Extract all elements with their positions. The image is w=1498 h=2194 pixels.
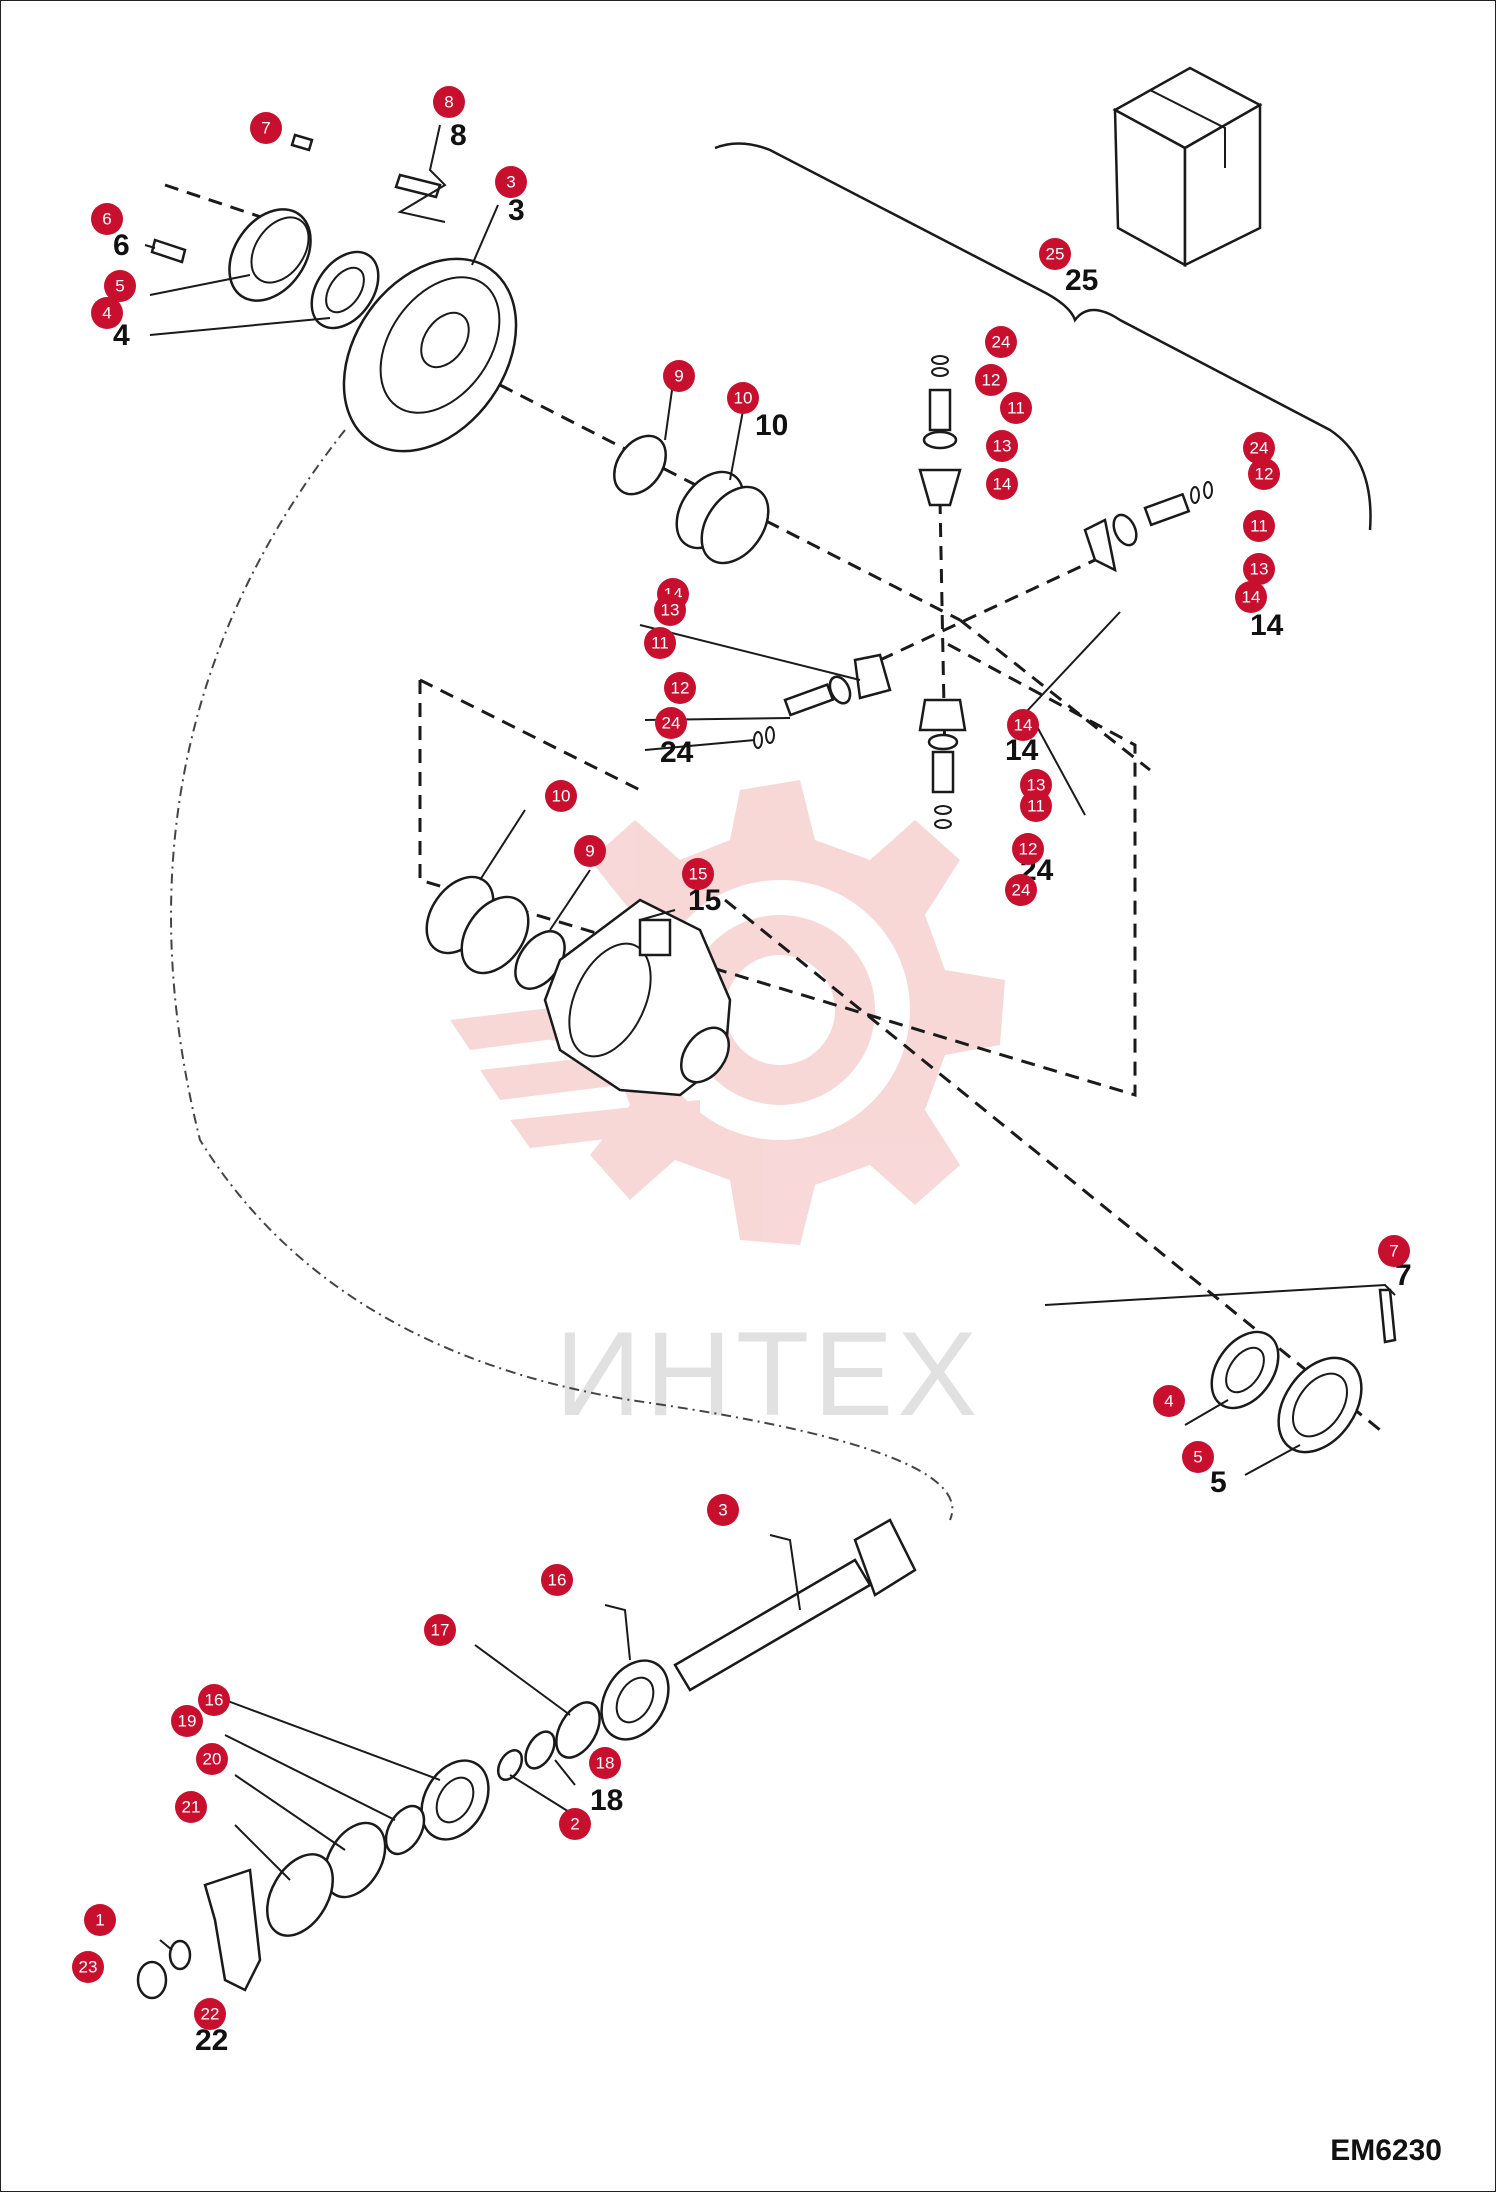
- adjuster-ring-part: [1277, 1356, 1363, 1454]
- ring-gear-part: [342, 257, 518, 453]
- callout-badge[interactable]: 8: [433, 86, 465, 118]
- watermark-logo: ИНТЕХ: [450, 780, 1005, 1441]
- leader-lines: [144, 124, 1396, 1951]
- side-gear-part: [425, 875, 530, 975]
- callout-badge[interactable]: 1: [84, 1904, 116, 1936]
- adjuster-ring-part: [228, 208, 312, 302]
- callout-badge[interactable]: 14: [1235, 581, 1267, 613]
- callout-badge[interactable]: 11: [1020, 790, 1052, 822]
- callout-badge[interactable]: 13: [1243, 553, 1275, 585]
- callout-badge[interactable]: 22: [194, 1998, 226, 2030]
- callout-badge[interactable]: 15: [682, 858, 714, 890]
- callout-badge[interactable]: 9: [574, 835, 606, 867]
- bolt-part: [394, 173, 442, 199]
- callout-badge[interactable]: 24: [1005, 874, 1037, 906]
- callout-badge[interactable]: 24: [985, 326, 1017, 358]
- callout-badge[interactable]: 7: [250, 112, 282, 144]
- callout-badge[interactable]: 13: [986, 430, 1018, 462]
- bearing-part: [420, 1759, 490, 1841]
- callout-badge[interactable]: 21: [175, 1791, 207, 1823]
- callout-badge[interactable]: 12: [664, 672, 696, 704]
- pin-part: [1378, 1288, 1397, 1344]
- callout-badge[interactable]: 12: [1012, 833, 1044, 865]
- nut-part: [136, 1960, 168, 2000]
- bearing-part: [310, 250, 380, 330]
- callout-badge[interactable]: 16: [541, 1564, 573, 1596]
- drawing-code: EM6230: [1330, 2134, 1442, 2167]
- callout-badge[interactable]: 3: [707, 1494, 739, 1526]
- callout-badge[interactable]: 23: [72, 1951, 104, 1983]
- item-number: 4: [113, 319, 130, 352]
- side-gear-part: [675, 470, 770, 565]
- callout-badge[interactable]: 12: [1248, 458, 1280, 490]
- item-number: 10: [755, 409, 788, 442]
- shim-part: [524, 1730, 556, 1770]
- bearing-part: [600, 1659, 670, 1741]
- watermark-text: ИНТЕХ: [555, 1307, 981, 1441]
- callout-badge[interactable]: 7: [1378, 1235, 1410, 1267]
- callout-badge[interactable]: 3: [495, 166, 527, 198]
- item-number: 18: [590, 1784, 623, 1817]
- callout-badge[interactable]: 18: [589, 1747, 621, 1779]
- item-number: 14: [1250, 609, 1284, 642]
- pinion-gear-left: [753, 653, 892, 749]
- callout-badge[interactable]: 11: [644, 627, 676, 659]
- group-brace: [714, 142, 1372, 531]
- pinion-gear-top: [918, 355, 962, 507]
- seal-part: [323, 1821, 387, 1899]
- callout-badge[interactable]: 11: [1000, 392, 1032, 424]
- callout-badge[interactable]: 13: [654, 594, 686, 626]
- item-number: 7: [1395, 1259, 1412, 1292]
- callout-badge[interactable]: 25: [1039, 238, 1071, 270]
- item-number: 24: [660, 736, 694, 769]
- callout-badge[interactable]: 20: [196, 1743, 228, 1775]
- kit-box-icon: [1112, 66, 1263, 268]
- item-number: 6: [113, 229, 130, 262]
- item-number: 8: [450, 119, 467, 152]
- snap-ring-part: [496, 1749, 524, 1781]
- callout-badge[interactable]: 10: [545, 780, 577, 812]
- callout-badge[interactable]: 4: [91, 297, 123, 329]
- callout-badge[interactable]: 10: [727, 382, 759, 414]
- callout-badge[interactable]: 4: [1153, 1385, 1185, 1417]
- callout-badge[interactable]: 16: [198, 1684, 230, 1716]
- pinion-gear-right: [1083, 481, 1213, 573]
- spacer-part: [555, 1701, 601, 1759]
- callout-badge[interactable]: 17: [424, 1614, 456, 1646]
- pinion-shaft-part: [673, 1518, 917, 1692]
- callout-badge[interactable]: 14: [986, 468, 1018, 500]
- yoke-part: [203, 1868, 262, 1992]
- callout-badge[interactable]: 14: [1007, 709, 1039, 741]
- item-number: 25: [1065, 264, 1098, 297]
- nut-part: [384, 1804, 426, 1856]
- pinion-gear-bottom: [918, 698, 967, 829]
- callout-badge[interactable]: 5: [1182, 1441, 1214, 1473]
- bearing-part: [1210, 1330, 1280, 1410]
- callout-badge[interactable]: 12: [975, 364, 1007, 396]
- callout-badge[interactable]: 24: [655, 707, 687, 739]
- callout-badge[interactable]: 19: [171, 1705, 203, 1737]
- item-number: 5: [1210, 1466, 1227, 1499]
- differential-case-part: [543, 898, 732, 1097]
- item-number: 3: [508, 194, 525, 227]
- pin-part: [290, 133, 314, 152]
- callout-badge[interactable]: 9: [663, 360, 695, 392]
- callout-badge[interactable]: 6: [91, 203, 123, 235]
- o-ring-part: [168, 1939, 192, 1971]
- bolt-part: [150, 238, 187, 264]
- thrust-washer-part: [613, 434, 667, 496]
- callout-badge[interactable]: 11: [1243, 510, 1275, 542]
- item-number: 15: [688, 884, 721, 917]
- callout-badge[interactable]: 2: [559, 1808, 591, 1840]
